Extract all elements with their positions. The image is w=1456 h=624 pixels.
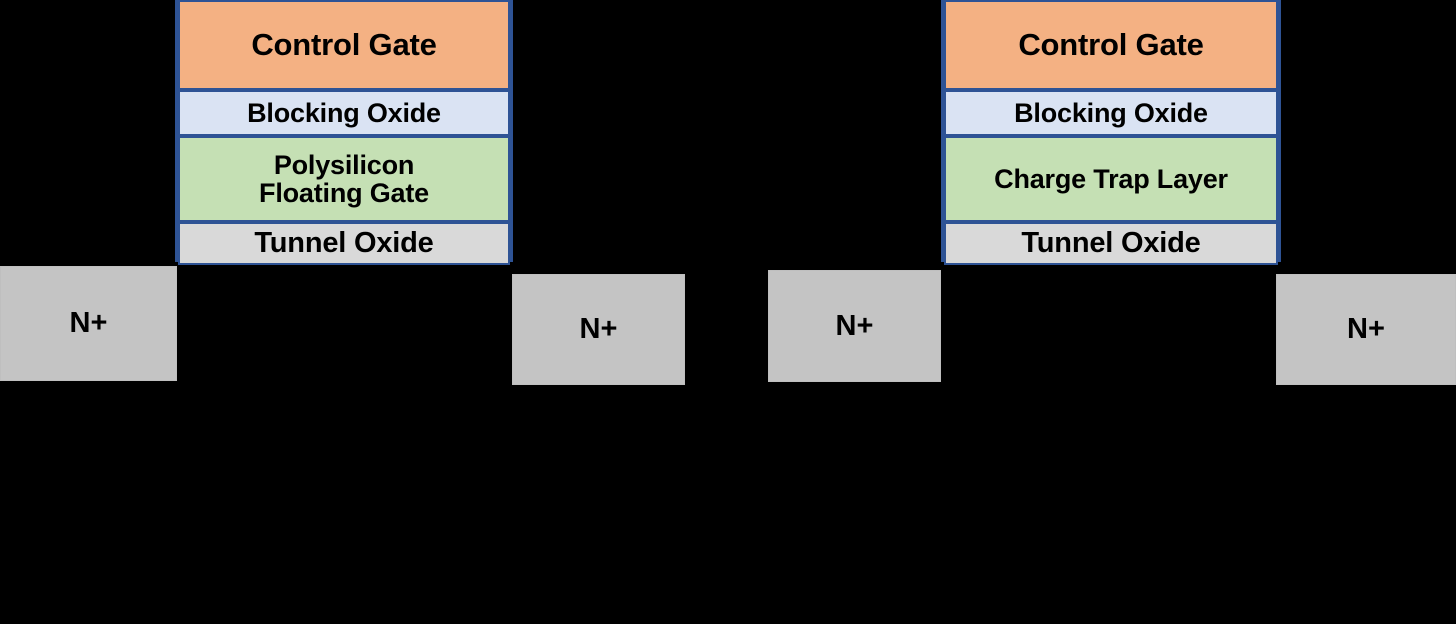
n-plus-label: N+ [579, 313, 618, 345]
floating-gate-cell-stack: Control Gate Blocking Oxide Polysilicon … [175, 0, 513, 265]
charge-trap-layer: Charge Trap Layer [944, 136, 1278, 222]
n-plus-region: N+ [0, 266, 177, 381]
tunnel-oxide-layer: Tunnel Oxide [944, 222, 1278, 265]
charge-trap-cell-stack: Control Gate Blocking Oxide Charge Trap … [941, 0, 1281, 265]
n-plus-label: N+ [835, 309, 874, 342]
charge-trap-layer-label: Charge Trap Layer [994, 163, 1228, 194]
n-plus-label: N+ [1347, 313, 1385, 345]
blocking-oxide-layer: Blocking Oxide [944, 90, 1278, 136]
n-plus-region: N+ [1276, 274, 1456, 385]
control-gate-layer: Control Gate [944, 0, 1278, 90]
control-gate-layer: Control Gate [178, 0, 510, 90]
blocking-oxide-label: Blocking Oxide [1014, 97, 1208, 128]
tunnel-oxide-label: Tunnel Oxide [254, 227, 434, 260]
n-plus-label: N+ [69, 307, 108, 339]
blocking-oxide-layer: Blocking Oxide [178, 90, 510, 136]
polysilicon-floating-gate-layer: Polysilicon Floating Gate [178, 136, 510, 222]
tunnel-oxide-label: Tunnel Oxide [1021, 227, 1201, 260]
control-gate-label: Control Gate [251, 26, 437, 62]
n-plus-region: N+ [512, 274, 685, 385]
polysilicon-floating-gate-label: Polysilicon Floating Gate [259, 149, 429, 208]
n-plus-region: N+ [768, 270, 941, 382]
blocking-oxide-label: Blocking Oxide [247, 97, 441, 128]
control-gate-label: Control Gate [1018, 26, 1204, 62]
tunnel-oxide-layer: Tunnel Oxide [178, 222, 510, 265]
